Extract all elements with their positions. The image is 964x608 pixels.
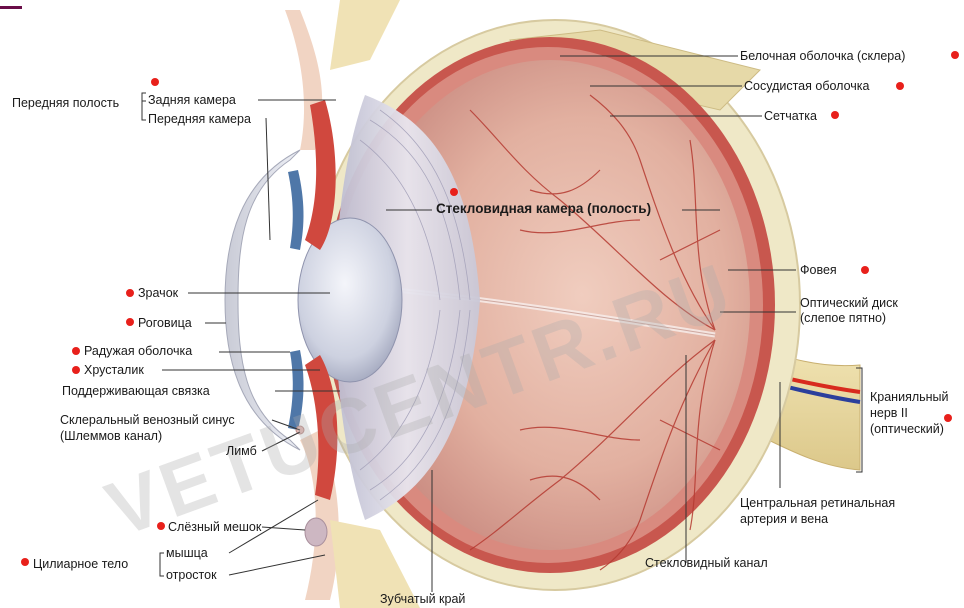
marker-dot xyxy=(126,318,134,326)
label-vitreous-chamber: Стекловидная камера (полость) xyxy=(436,202,651,216)
label-muscle: мышца xyxy=(166,546,208,560)
marker-dot xyxy=(951,51,959,59)
label-ciliary-body: Цилиарное тело xyxy=(33,557,128,571)
marker-dot xyxy=(151,78,159,86)
marker-dot xyxy=(944,414,952,422)
label-retina: Сетчатка xyxy=(764,109,817,123)
label-anterior-cavity: Передняя полость xyxy=(12,96,119,110)
label-ora-serrata: Зубчатый край xyxy=(380,592,465,606)
label-optic-nerve-line3: (оптический) xyxy=(870,422,944,436)
marker-dot xyxy=(157,522,165,530)
orbit-bone-top xyxy=(330,0,400,70)
marker-dot xyxy=(831,111,839,119)
lacrimal-sac xyxy=(305,518,327,546)
label-sclera: Белочная оболочка (склера) xyxy=(740,49,905,63)
label-posterior-chamber: Задняя камера xyxy=(148,93,236,107)
label-limbus: Лимб xyxy=(226,444,257,458)
label-anterior-chamber: Передняя камера xyxy=(148,112,251,126)
accent-bar xyxy=(0,6,22,9)
marker-dot xyxy=(72,366,80,374)
label-central-artery-line2: артерия и вена xyxy=(740,512,828,526)
label-iris: Радужая оболочка xyxy=(84,344,192,358)
label-scleral-sinus-line2: (Шлеммов канал) xyxy=(60,429,162,443)
label-optic-nerve-line1: Кранияльный xyxy=(870,390,949,404)
label-scleral-sinus-line1: Склеральный венозный синус xyxy=(60,413,235,427)
label-lens: Хрусталик xyxy=(84,363,144,377)
label-suspensory-ligament: Поддерживающая связка xyxy=(62,384,210,398)
label-optic-disc-line2: (слепое пятно) xyxy=(800,311,886,325)
label-process: отросток xyxy=(166,568,217,582)
label-central-artery-line1: Центральная ретинальная xyxy=(740,496,895,510)
marker-dot xyxy=(450,188,458,196)
label-pupil: Зрачок xyxy=(138,286,178,300)
iris-upper xyxy=(288,170,304,250)
label-optic-nerve-line2: нерв II xyxy=(870,406,908,420)
marker-dot xyxy=(861,266,869,274)
label-optic-disc-line1: Оптический диск xyxy=(800,296,898,310)
label-lacrimal-sac: Слёзный мешок xyxy=(168,520,261,534)
label-cornea: Роговица xyxy=(138,316,192,330)
label-choroid: Сосудистая оболочка xyxy=(744,79,869,93)
label-fovea: Фовея xyxy=(800,263,837,277)
label-hyaloid-canal: Стекловидный канал xyxy=(645,556,768,570)
marker-dot xyxy=(126,289,134,297)
marker-dot xyxy=(896,82,904,90)
marker-dot xyxy=(21,558,29,566)
marker-dot xyxy=(72,347,80,355)
